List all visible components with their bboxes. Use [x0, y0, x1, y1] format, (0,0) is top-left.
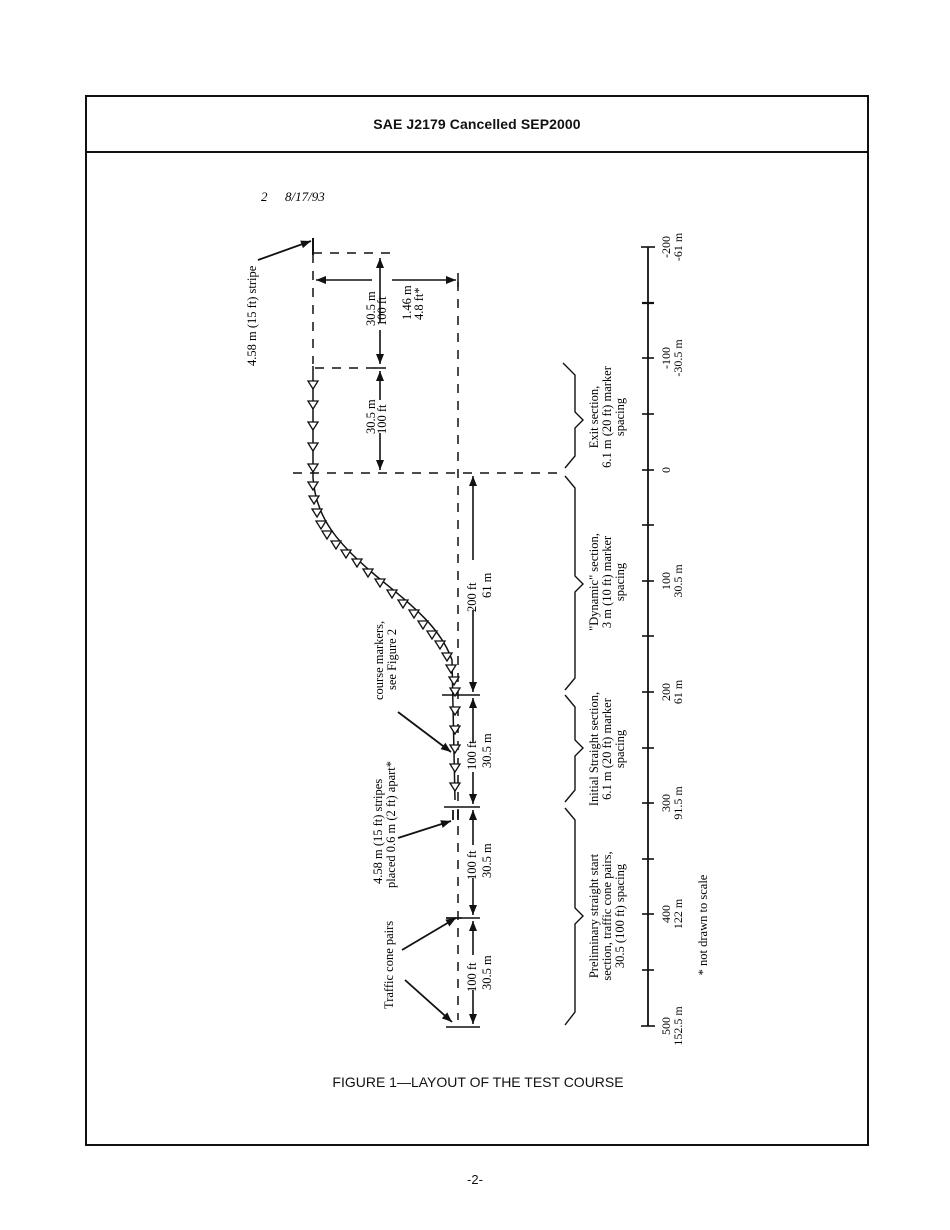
header-title: SAE J2179 Cancelled SEP2000 [373, 116, 581, 132]
section-label-preliminary: Preliminary straight start section, traf… [587, 851, 627, 980]
label-exit-1-m: 30.5 m [364, 291, 378, 326]
distance-axis [641, 246, 655, 1027]
svg-text:91.5 m: 91.5 m [671, 786, 685, 820]
svg-text:200: 200 [659, 683, 673, 701]
label-cone-pairs: Traffic cone pairs [382, 921, 396, 1009]
svg-text:spacing: spacing [613, 562, 627, 601]
svg-text:-61 m: -61 m [671, 232, 685, 261]
svg-text:3 m (10 ft) marker: 3 m (10 ft) marker [600, 535, 614, 628]
figure-frame: SAE J2179 Cancelled SEP2000 [85, 95, 869, 1146]
label-stripes-1: 4.58 m (15 ft) stripes [371, 779, 385, 884]
svg-text:-100: -100 [659, 347, 673, 369]
svg-text:Exit section,: Exit section, [587, 386, 601, 449]
label-exit-2-m: 30.5 m [364, 399, 378, 434]
label-straight-m: 30.5 m [480, 733, 494, 768]
course-markers-leader [397, 711, 452, 753]
svg-text:Preliminary straight start: Preliminary straight start [587, 853, 601, 978]
svg-text:section, traffic cone pairs,: section, traffic cone pairs, [600, 851, 614, 980]
label-exit-1-ft: 100 ft [375, 296, 389, 326]
svg-text:30.5 (100 ft) spacing: 30.5 (100 ft) spacing [613, 863, 627, 968]
label-prelim-1-ft: 100 ft [465, 850, 479, 880]
svg-text:152.5 m: 152.5 m [671, 1006, 685, 1046]
svg-text:-30.5 m: -30.5 m [671, 339, 685, 377]
not-to-scale-note: * not drawn to scale [696, 874, 710, 975]
label-offset-ft: 4.8 ft* [412, 287, 426, 320]
label-prelim-2-m: 30.5 m [480, 955, 494, 990]
label-prelim-2-ft: 100 ft [465, 962, 479, 992]
svg-text:-200: -200 [659, 236, 673, 258]
svg-text:500: 500 [659, 1017, 673, 1035]
cone-pair-leader-2 [404, 979, 453, 1023]
label-dynamic-ft: 200 ft [465, 582, 479, 612]
section-label-exit: Exit section, 6.1 m (20 ft) marker spaci… [587, 365, 627, 468]
svg-text:6.1 m (20 ft) marker: 6.1 m (20 ft) marker [600, 365, 614, 468]
page-number: -2- [467, 1172, 483, 1187]
svg-text:spacing: spacing [613, 729, 627, 768]
svg-text:0: 0 [659, 467, 673, 473]
course-markers [307, 380, 461, 792]
svg-text:61 m: 61 m [671, 679, 685, 704]
svg-text:100: 100 [659, 572, 673, 590]
svg-text:122 m: 122 m [671, 898, 685, 929]
revision-number: 2 [261, 189, 268, 204]
axis-tick-labels: -200 -61 m -100 -30.5 m 0 100 30.5 m 200… [659, 232, 685, 1045]
svg-text:Initial Straight section,: Initial Straight section, [587, 692, 601, 806]
label-course-markers-1: course markers, [372, 621, 386, 700]
svg-text:400: 400 [659, 905, 673, 923]
svg-text:"Dynamic" section,: "Dynamic" section, [587, 533, 601, 631]
label-straight-ft: 100 ft [465, 740, 479, 770]
label-offset-m: 1.46 m [400, 285, 414, 320]
label-course-markers-2: see Figure 2 [385, 629, 399, 690]
label-dynamic-m: 61 m [480, 572, 494, 598]
label-exit-2-ft: 100 ft [375, 404, 389, 434]
reference-dashed-lines [293, 252, 560, 1020]
section-label-initial-straight: Initial Straight section, 6.1 m (20 ft) … [587, 692, 627, 806]
course-path [312, 366, 456, 801]
revision-date: 8/17/93 [285, 189, 325, 204]
label-stripes-2: placed 0.6 m (2 ft) apart* [384, 761, 398, 888]
figure-caption: FIGURE 1—LAYOUT OF THE TEST COURSE [332, 1074, 624, 1090]
svg-text:6.1 m (20 ft) marker: 6.1 m (20 ft) marker [600, 697, 614, 800]
document-header: SAE J2179 Cancelled SEP2000 [87, 97, 867, 153]
label-prelim-1-m: 30.5 m [480, 843, 494, 878]
section-label-dynamic: "Dynamic" section, 3 m (10 ft) marker sp… [587, 533, 627, 631]
svg-text:300: 300 [659, 794, 673, 812]
svg-text:spacing: spacing [613, 397, 627, 436]
cone-pair-leader-1 [401, 917, 457, 951]
stripes-leader [397, 820, 452, 839]
label-top-stripe: 4.58 m (15 ft) stripe [245, 265, 259, 366]
top-stripe-leader [257, 240, 312, 261]
section-braces [562, 362, 584, 1026]
svg-text:30.5 m: 30.5 m [671, 564, 685, 598]
